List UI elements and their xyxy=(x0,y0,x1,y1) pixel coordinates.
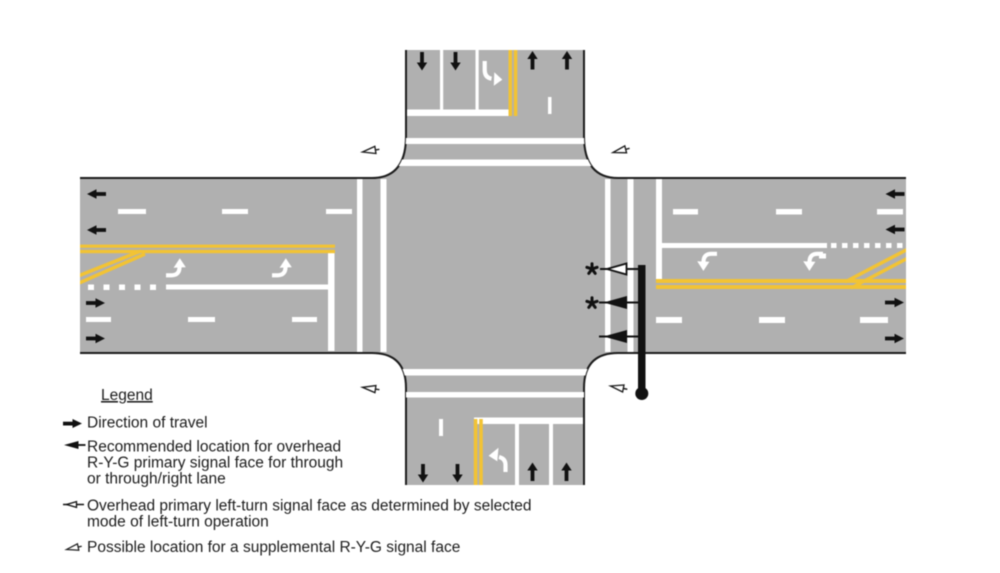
svg-text:mode of left-turn operation: mode of left-turn operation xyxy=(87,514,269,531)
svg-text:Possible location for a supple: Possible location for a supplemental R-Y… xyxy=(87,539,460,556)
svg-text:Legend: Legend xyxy=(101,387,153,404)
svg-text:Recommended location for overh: Recommended location for overhead xyxy=(87,439,341,456)
svg-text:or through/right lane: or through/right lane xyxy=(87,471,226,488)
svg-text:Overhead primary left-turn sig: Overhead primary left-turn signal face a… xyxy=(87,498,532,515)
svg-text:R-Y-G primary signal face for: R-Y-G primary signal face for through xyxy=(87,455,343,472)
svg-text:Direction of travel: Direction of travel xyxy=(87,415,208,432)
